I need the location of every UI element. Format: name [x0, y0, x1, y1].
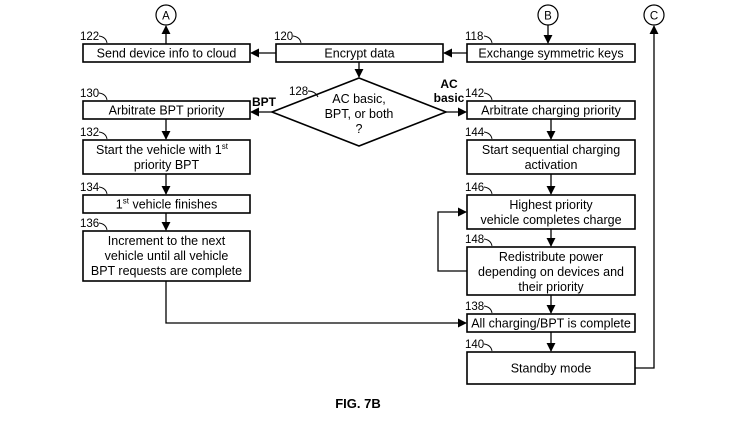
svg-text:priority BPT: priority BPT — [134, 158, 200, 172]
svg-text:Exchange symmetric keys: Exchange symmetric keys — [478, 47, 623, 61]
branch-label-ac: AC — [440, 77, 458, 91]
svg-text:132: 132 — [80, 127, 99, 139]
box-122-send-device-info: Send device info to cloud — [82, 43, 251, 63]
svg-text:BPT requests are complete: BPT requests are complete — [91, 264, 242, 278]
svg-text:Redistribute power: Redistribute power — [499, 250, 603, 264]
svg-text:BPT, or both: BPT, or both — [325, 107, 394, 121]
svg-text:148: 148 — [465, 234, 484, 246]
svg-text:Start sequential charging: Start sequential charging — [482, 143, 620, 157]
box-132-start-vehicle: Start the vehicle with 1st priority BPT — [82, 139, 251, 175]
svg-text:140: 140 — [465, 339, 484, 351]
svg-text:depending on devices and: depending on devices and — [478, 265, 624, 279]
svg-text:122: 122 — [80, 31, 99, 43]
svg-text:their priority: their priority — [518, 280, 584, 294]
svg-text:Arbitrate charging priority: Arbitrate charging priority — [481, 104, 621, 118]
reference-numerals: 122 120 118 128 130 132 134 136 142 144 … — [80, 31, 493, 352]
svg-text:Start the vehicle with 1st: Start the vehicle with 1st — [96, 142, 229, 157]
svg-text:Highest priority: Highest priority — [509, 198, 593, 212]
svg-text:A: A — [162, 11, 170, 23]
svg-text:128: 128 — [289, 86, 308, 98]
svg-text:142: 142 — [465, 88, 484, 100]
svg-text:146: 146 — [465, 182, 484, 194]
box-142-arbitrate-charging: Arbitrate charging priority — [466, 100, 636, 120]
box-120-encrypt-data: Encrypt data — [275, 43, 444, 63]
svg-text:Increment to the next: Increment to the next — [108, 234, 226, 248]
svg-text:136: 136 — [80, 218, 99, 230]
svg-text:vehicle completes charge: vehicle completes charge — [480, 213, 621, 227]
svg-text:vehicle until all vehicle: vehicle until all vehicle — [105, 249, 229, 263]
box-148-redistribute-power: Redistribute power depending on devices … — [466, 246, 636, 296]
svg-text:Send device info to cloud: Send device info to cloud — [97, 47, 237, 61]
svg-text:AC basic,: AC basic, — [332, 92, 386, 106]
connector-b: B — [537, 4, 559, 26]
svg-text:1st vehicle finishes: 1st vehicle finishes — [116, 197, 217, 212]
flow-lines — [161, 25, 659, 369]
svg-text:Standby mode: Standby mode — [511, 362, 592, 376]
box-140-standby: Standby mode — [466, 351, 636, 385]
svg-text:130: 130 — [80, 88, 99, 100]
branch-label-basic: basic — [434, 91, 465, 105]
branch-label-bpt: BPT — [252, 95, 277, 109]
box-136-increment: Increment to the next vehicle until all … — [82, 230, 251, 282]
svg-text:C: C — [650, 11, 658, 23]
svg-text:Arbitrate BPT priority: Arbitrate BPT priority — [109, 104, 226, 118]
decision-128: AC basic, BPT, or both ? — [269, 77, 449, 147]
box-130-arbitrate-bpt: Arbitrate BPT priority — [82, 100, 251, 120]
box-144-start-sequential: Start sequential charging activation — [466, 139, 636, 175]
svg-text:120: 120 — [274, 31, 293, 43]
svg-text:118: 118 — [465, 31, 483, 43]
svg-text:138: 138 — [465, 301, 484, 313]
figure-label: FIG. 7B — [335, 396, 381, 411]
box-138-all-complete: All charging/BPT is complete — [466, 313, 636, 333]
box-118-exchange-keys: Exchange symmetric keys — [466, 43, 636, 63]
svg-text:144: 144 — [465, 127, 485, 139]
box-134-first-vehicle-finishes: 1st vehicle finishes — [82, 194, 251, 214]
connector-c: C — [643, 4, 665, 26]
svg-text:Encrypt data: Encrypt data — [324, 47, 394, 61]
svg-text:134: 134 — [80, 182, 100, 194]
connector-a: A — [155, 4, 177, 26]
svg-text:activation: activation — [525, 158, 578, 172]
svg-text:?: ? — [356, 122, 363, 136]
box-146-highest-priority: Highest priority vehicle completes charg… — [466, 194, 636, 230]
svg-text:All charging/BPT is complete: All charging/BPT is complete — [471, 317, 631, 331]
svg-text:B: B — [544, 11, 552, 23]
